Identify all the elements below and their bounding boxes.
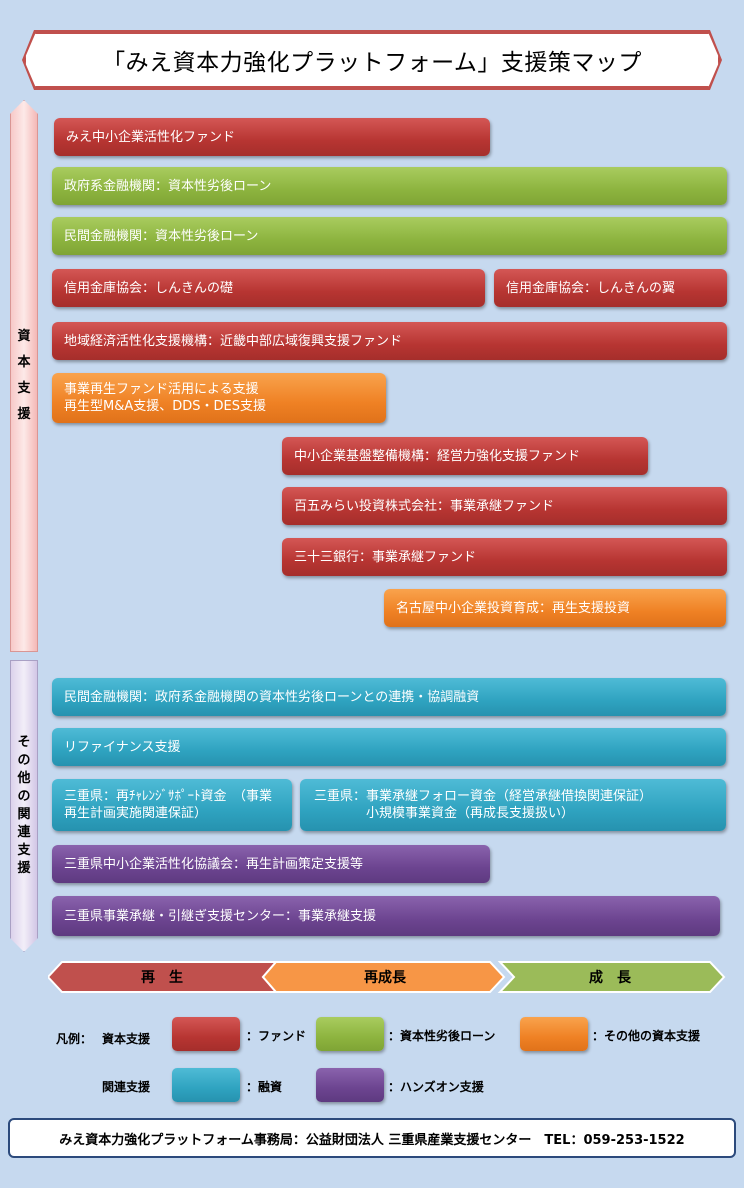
revitalization-fund-box: 地域経済活性化支援機構：近畿中部広域復興支援ファンド — [52, 322, 727, 360]
box-label: 事業再生ファンド活用による支援 — [64, 382, 259, 397]
legend-fund-swatch — [172, 1017, 240, 1051]
succession-center-box: 三重県事業承継・引継ぎ支援センター：事業承継支援 — [52, 896, 720, 936]
box-label: 地域経済活性化支援機構：近畿中部広域復興支援ファンド — [64, 333, 403, 349]
phase-growth-arrow — [497, 961, 726, 993]
legend-finance-swatch — [172, 1068, 240, 1102]
legend-fund-label: ：ファンド — [246, 1029, 307, 1043]
legend-other-capital-swatch — [520, 1017, 588, 1051]
box-label: 信用金庫協会：しんきんの礎 — [64, 280, 234, 296]
gov-loan-box: 政府系金融機関：資本性劣後ローン — [52, 167, 727, 205]
phase-regrowth-label: 再成長 — [364, 970, 406, 986]
phase-rehab-label: 再 生 — [141, 970, 183, 986]
legend-capital-label: 資本支援 — [102, 1032, 151, 1046]
legend-hands-on-label: ：ハンズオン支援 — [388, 1080, 484, 1094]
other-bar-char: そ — [17, 735, 31, 750]
hyakugo-fund-box: 百五みらい投資株式会社：事業承継ファンド — [282, 487, 727, 525]
box-label: 三十三銀行：事業承継ファンド — [294, 549, 477, 565]
box-label: 三重県：再ﾁｬﾚﾝｼﾞｻﾎﾟｰﾄ資金 （事業再生計画実施関連保証） — [64, 789, 273, 821]
refinance-box: リファイナンス支援 — [52, 728, 726, 766]
other-bar-char: 関 — [17, 807, 31, 822]
succession-follow-box: 三重県：事業承継フォロー資金（経営承継借換関連保証） 小規模事業資金（再成長支援… — [300, 779, 726, 831]
capital-bar-char: 援 — [17, 407, 31, 422]
legend-hands-on-swatch — [316, 1068, 384, 1102]
box-label: 中小企業基盤整備機構：経営力強化支援ファンド — [294, 448, 581, 464]
phase-arrows — [48, 961, 726, 993]
legend-label: 凡例： — [56, 1032, 93, 1046]
activation-council-box: 三重県中小企業活性化協議会：再生計画策定支援等 — [52, 845, 490, 883]
legend-finance-label: ：融資 — [246, 1080, 283, 1094]
capital-support-bar: 資 本 支 援 — [10, 100, 38, 652]
capital-bar-char: 資 — [17, 329, 31, 344]
sanjusan-fund-box: 三十三銀行：事業承継ファンド — [282, 538, 727, 576]
other-bar-char: の — [17, 753, 31, 768]
other-bar-char: 他 — [17, 771, 31, 786]
box-label: 三重県中小企業活性化協議会：再生計画策定支援等 — [64, 856, 364, 872]
box-label: 民間金融機関：資本性劣後ローン — [64, 228, 259, 244]
other-support-bar: そ の 他 の 関 連 支 援 — [10, 660, 38, 952]
mie-fund-box: みえ中小企業活性化ファンド — [54, 118, 490, 156]
box-label: みえ中小企業活性化ファンド — [66, 129, 236, 145]
capital-bar-char: 支 — [17, 381, 31, 396]
box-label: 三重県：事業承継フォロー資金（経営承継借換関連保証） — [314, 789, 653, 804]
phase-growth-label: 成 長 — [589, 970, 631, 986]
capital-bar-char: 本 — [17, 355, 31, 370]
nagoya-investment-box: 名古屋中小企業投資育成：再生支援投資 — [384, 589, 726, 627]
phase-regrowth-arrow — [261, 961, 506, 993]
box-label: 小規模事業資金（再成長支援扱い） — [366, 806, 575, 821]
shinkin-ishizue-box: 信用金庫協会：しんきんの礎 — [52, 269, 485, 307]
footer-text: みえ資本力強化プラットフォーム事務局：公益財団法人 三重県産業支援センター TE… — [59, 1132, 685, 1148]
private-loan-box: 民間金融機関：資本性劣後ローン — [52, 217, 727, 255]
smrj-fund-box: 中小企業基盤整備機構：経営力強化支援ファンド — [282, 437, 648, 475]
other-bar-char: 支 — [17, 843, 31, 858]
box-label: 百五みらい投資株式会社：事業承継ファンド — [294, 498, 555, 514]
legend-related-label: 関連支援 — [102, 1080, 151, 1094]
title-banner: 「みえ資本力強化プラットフォーム」支援策マップ — [24, 32, 720, 88]
box-label: 名古屋中小企業投資育成：再生支援投資 — [396, 600, 631, 616]
page-title: 「みえ資本力強化プラットフォーム」支援策マップ — [102, 50, 642, 76]
other-bar-char: 援 — [17, 861, 31, 876]
legend-other-capital-label: ：その他の資本支援 — [592, 1029, 701, 1043]
other-bar-char: 連 — [17, 825, 31, 840]
box-label: リファイナンス支援 — [64, 739, 181, 755]
box-label: 再生型M&A支援、DDS・DES支援 — [64, 399, 266, 414]
rehab-fund-box: 事業再生ファンド活用による支援 再生型M&A支援、DDS・DES支援 — [52, 373, 386, 423]
footer-contact: みえ資本力強化プラットフォーム事務局：公益財団法人 三重県産業支援センター TE… — [8, 1118, 736, 1158]
legend-loan-label: ：資本性劣後ローン — [388, 1029, 496, 1043]
box-label: 三重県事業承継・引継ぎ支援センター：事業承継支援 — [64, 908, 377, 924]
box-label: 政府系金融機関：資本性劣後ローン — [64, 178, 272, 194]
legend-loan-swatch — [316, 1017, 384, 1051]
box-label: 民間金融機関：政府系金融機関の資本性劣後ローンとの連携・協調融資 — [64, 689, 480, 705]
other-bar-char: の — [17, 789, 31, 804]
shinkin-tsubasa-box: 信用金庫協会：しんきんの翼 — [494, 269, 727, 307]
coop-finance-box: 民間金融機関：政府系金融機関の資本性劣後ローンとの連携・協調融資 — [52, 678, 726, 716]
rechallenge-fund-box: 三重県：再ﾁｬﾚﾝｼﾞｻﾎﾟｰﾄ資金 （事業再生計画実施関連保証） — [52, 779, 292, 831]
box-label: 信用金庫協会：しんきんの翼 — [506, 280, 676, 296]
